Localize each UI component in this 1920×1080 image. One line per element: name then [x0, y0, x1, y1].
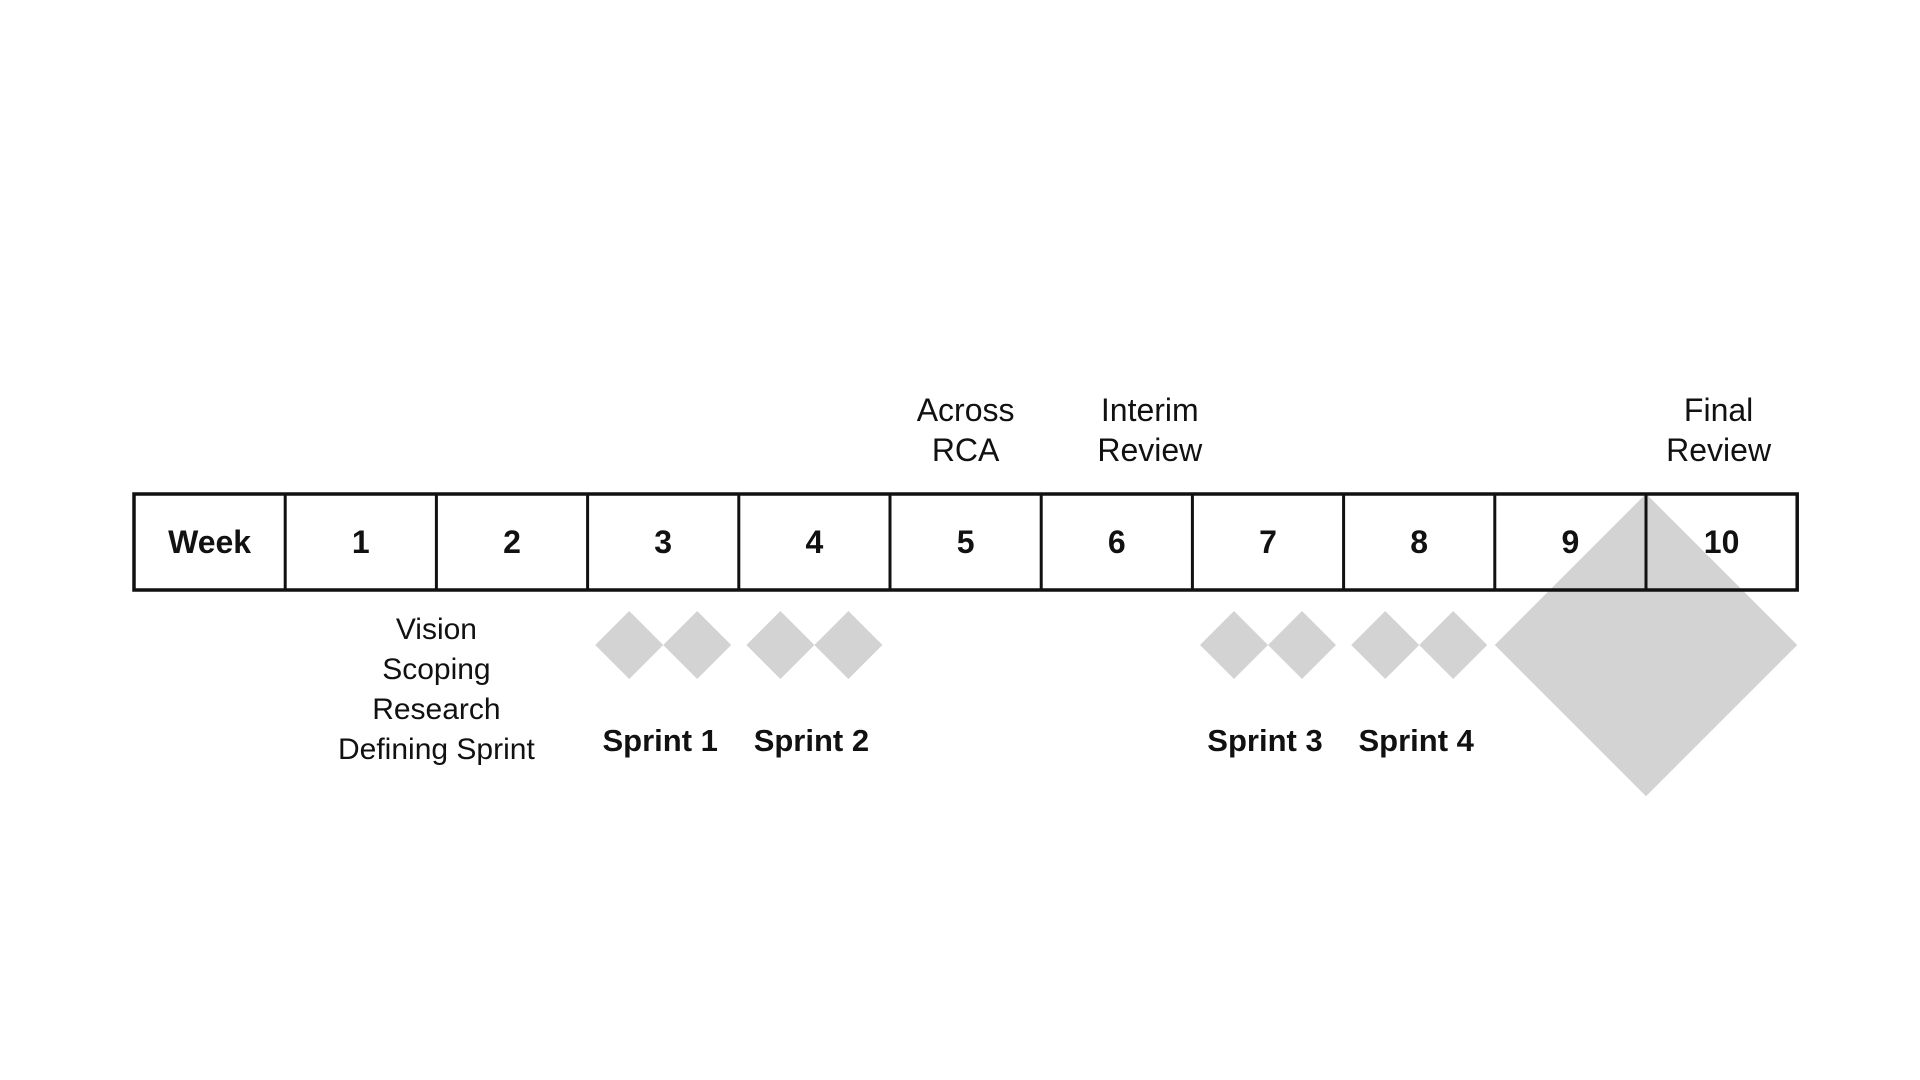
final-review-diamond [1494, 493, 1798, 797]
timeline-border [132, 492, 1799, 592]
week-grid [132, 492, 1799, 592]
week-number: 10 [1704, 524, 1740, 560]
week-number: 1 [352, 524, 370, 560]
milestone-label: Final [1684, 392, 1753, 428]
week-number: 3 [654, 524, 672, 560]
week-number: 8 [1410, 524, 1428, 560]
week-number: 6 [1108, 524, 1126, 560]
week-number: 4 [806, 524, 824, 560]
milestone-label: Across [917, 392, 1015, 428]
phase-label: Research [372, 693, 500, 726]
sprint-diamond-right [1419, 611, 1488, 679]
sprint-diamond-right [663, 611, 732, 679]
sprint-label: Sprint 4 [1358, 723, 1474, 758]
sprint-diamond-left [595, 611, 664, 679]
phase-label: Defining Sprint [338, 733, 535, 766]
week-number: 7 [1259, 524, 1277, 560]
sprint-diamond-right [814, 611, 883, 679]
phase-label: Scoping [382, 653, 490, 686]
sprint-diamond-left [746, 611, 815, 679]
week-number: 2 [503, 524, 521, 560]
diamond-layer [595, 493, 1798, 797]
week-number: 5 [957, 524, 975, 560]
milestone-label: RCA [932, 432, 1000, 468]
milestone-label: Review [1097, 432, 1203, 468]
label-layer: Sprint 1 Sprint 2 Sprint 3 Sprint 4 Week 1 2 3 4… [168, 392, 1772, 766]
phase-label: Vision [396, 613, 477, 646]
sprint-diamond-left [1200, 611, 1268, 679]
sprint-label: Sprint 2 [754, 723, 869, 758]
sprint-label: Sprint 1 [602, 723, 717, 758]
week-number: 9 [1562, 524, 1580, 560]
week-header-label: Week [168, 524, 251, 560]
sprint-label: Sprint 3 [1207, 723, 1322, 758]
milestone-label: Review [1666, 432, 1772, 468]
sprint-diamond-left [1351, 611, 1420, 679]
milestone-label: Interim [1101, 392, 1199, 428]
sprint-diamond-right [1268, 611, 1336, 679]
